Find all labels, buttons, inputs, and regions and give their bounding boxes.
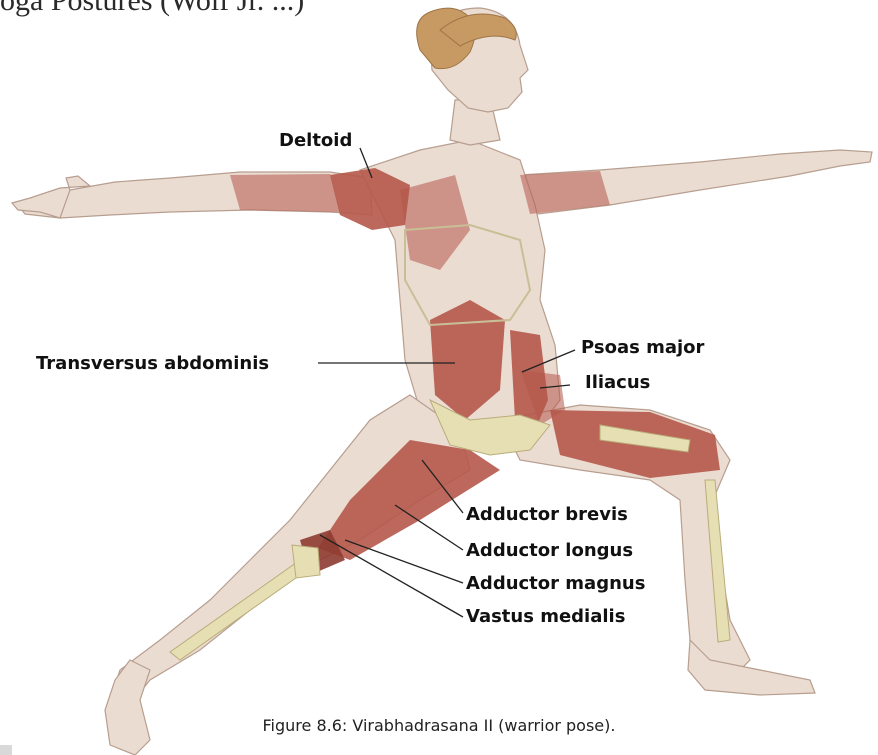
left-knee-bone (292, 545, 320, 578)
label-adductor-magnus: Adductor magnus (466, 573, 645, 594)
figure-caption: Figure 8.6: Virabhadrasana II (warrior p… (0, 716, 878, 735)
label-vastus-medialis: Vastus medialis (466, 606, 625, 627)
label-adductor-brevis: Adductor brevis (466, 504, 628, 525)
leader-vastus-medialis (320, 535, 463, 617)
label-adductor-longus: Adductor longus (466, 540, 633, 561)
upper-arm-left-muscle (230, 174, 340, 212)
label-psoas-major: Psoas major (581, 337, 705, 358)
corner-mark (0, 745, 12, 755)
upper-arm-right-muscle (520, 171, 610, 214)
label-deltoid: Deltoid (279, 130, 352, 151)
left-foot (105, 660, 150, 755)
label-iliacus: Iliacus (585, 372, 650, 393)
label-transversus-abdominis: Transversus abdominis (36, 353, 269, 374)
leader-adductor-magnus (345, 540, 463, 583)
